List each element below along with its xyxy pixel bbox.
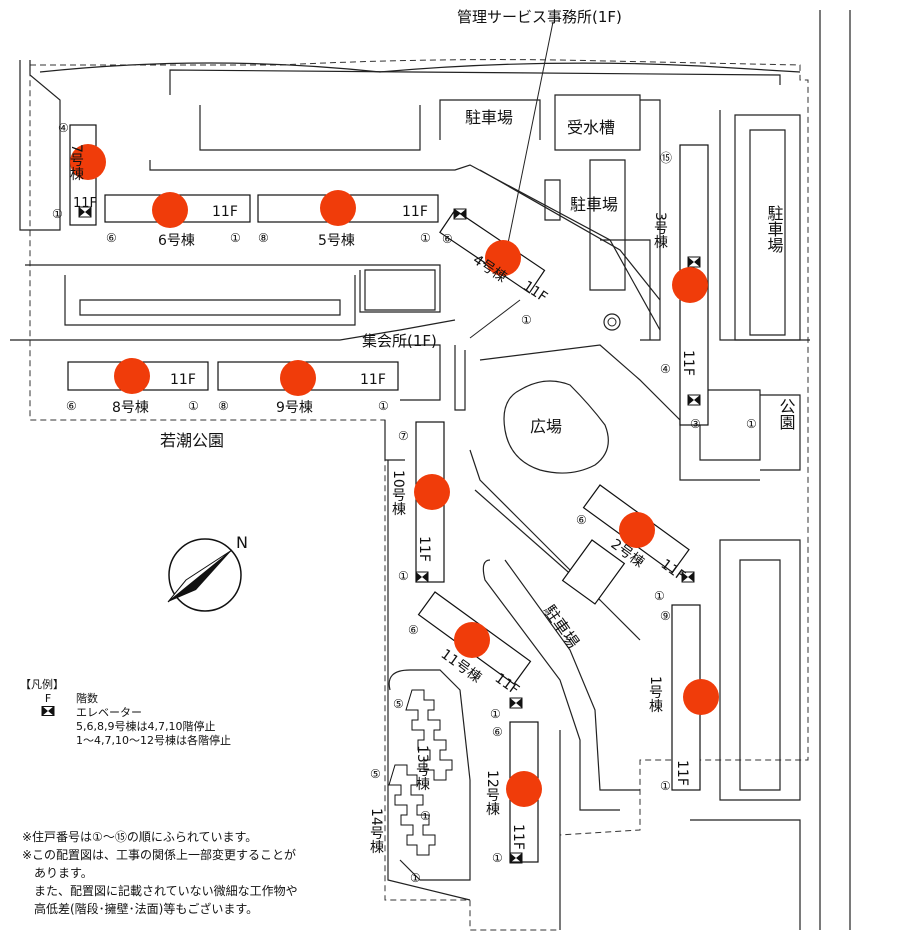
water-tank-label: 受水槽 [567, 118, 615, 137]
building-14-unit-b: ① [410, 871, 421, 885]
building-10-unit-b: ① [398, 569, 409, 583]
location-marker [152, 192, 188, 228]
building-3-unit-a: ⑮ [660, 151, 672, 165]
building-7-name: 7号棟 [68, 144, 84, 181]
building-3-unit-d: ① [746, 417, 757, 431]
building-5-floors: 11F [402, 204, 428, 220]
location-marker [70, 144, 106, 180]
building-5-unit-a: ⑧ [258, 231, 269, 245]
parking-center-label: 駐車場 [570, 195, 618, 214]
map-legend: 【凡例】 F 階数 エレベーター 5,6,8,9号棟は4,7,10階停止 1～4… [20, 678, 231, 748]
building-12-unit-a: ⑥ [492, 725, 503, 739]
site-boundary [29, 59, 809, 931]
meeting-hall-label: 集会所(1F) [362, 332, 437, 350]
location-marker [280, 360, 316, 396]
note-line: また、配置図に記載されていない微細な工作物や [22, 884, 298, 898]
park-right-label: 公園 [777, 398, 796, 430]
building-5-unit-b: ① [420, 231, 431, 245]
legend-floor-symbol: F [44, 692, 52, 705]
building-6-floors: 11F [212, 204, 238, 220]
building-9-floors: 11F [360, 372, 386, 388]
management-office-label: 管理サービス事務所(1F) [457, 8, 622, 26]
building-6-unit-b: ① [230, 231, 241, 245]
building-1-unit-a: ⑨ [660, 609, 671, 623]
location-marker [683, 679, 719, 715]
elevator-icon [20, 706, 76, 720]
building-3-unit-b: ④ [660, 362, 671, 376]
building-9-unit-a: ⑧ [218, 399, 229, 413]
building-2-unit-a: ⑥ [576, 513, 587, 527]
location-marker [114, 358, 150, 394]
compass: N [167, 533, 248, 612]
building-10-name: 10号棟 [390, 470, 406, 516]
note-line: ※住戸番号は①～⑮の順にふられています。 [22, 830, 258, 844]
location-marker [619, 512, 655, 548]
wakashio-park-label: 若潮公園 [160, 431, 224, 450]
building-1-unit-b: ① [660, 779, 671, 793]
building-14-name: 14号棟 [368, 808, 384, 854]
building-6-unit-a: ⑥ [106, 231, 117, 245]
building-1-floors: 11F [674, 760, 690, 786]
building-4-unit-b: ① [521, 313, 532, 327]
building-12-name: 12号棟 [484, 770, 500, 816]
note-line: 高低差(階段･擁壁･法面)等もございます。 [22, 902, 259, 916]
building-3-unit-c: ③ [690, 417, 701, 431]
building-12-unit-b: ① [492, 851, 503, 865]
building-2-unit-b: ① [654, 589, 665, 603]
building-7-unit-b: ① [52, 207, 63, 221]
building-5-name: 5号棟 [318, 233, 355, 249]
building-7-floors: 11F [73, 196, 97, 211]
parking-right-label: 駐車場 [765, 205, 784, 254]
location-marker [485, 240, 521, 276]
building-6-name: 6号棟 [158, 233, 195, 249]
parking-bottom-label: 駐車場 [540, 601, 583, 651]
building-8-unit-a: ⑥ [66, 399, 77, 413]
building-13-name: 13号棟 [414, 745, 430, 791]
plaza-outline [503, 380, 609, 474]
map-notes: ※住戸番号は①～⑮の順にふられています。 ※この配置図は、工事の関係上一部変更す… [22, 828, 382, 918]
elevator-icons [78, 206, 701, 864]
roads [10, 10, 851, 930]
building-11-unit-a: ⑥ [408, 623, 419, 637]
building-3-floors: 11F [680, 350, 696, 376]
building-9-name: 9号棟 [276, 400, 313, 416]
legend-elevator-note-2: 1～4,7,10～12号棟は各階停止 [76, 734, 231, 747]
building-13-unit-a: ⑤ [393, 697, 404, 711]
location-marker [414, 474, 450, 510]
note-line: ※この配置図は、工事の関係上一部変更することが [22, 848, 297, 862]
fountain-icon [603, 313, 621, 331]
location-marker [506, 771, 542, 807]
legend-elevator-label: エレベーター [76, 706, 142, 719]
note-line: あります。 [22, 866, 93, 880]
building-7-unit-a: ④ [58, 121, 69, 135]
parking-top-label: 駐車場 [465, 108, 513, 127]
building-8-unit-b: ① [188, 399, 199, 413]
location-marker [672, 267, 708, 303]
legend-elevator-note-1: 5,6,8,9号棟は4,7,10階停止 [76, 720, 216, 733]
building-10-unit-a: ⑦ [398, 429, 409, 443]
building-10-floors: 11F [416, 536, 432, 562]
building-8-floors: 11F [170, 372, 196, 388]
legend-title: 【凡例】 [20, 678, 64, 691]
building-14-unit-a: ⑤ [370, 767, 381, 781]
location-marker [454, 622, 490, 658]
building-11-unit-b: ① [490, 707, 501, 721]
stepped-buildings [388, 689, 453, 856]
building-3-name: 3号棟 [652, 212, 668, 249]
compass-north-label: N [236, 533, 248, 552]
legend-floor-label: 階数 [76, 692, 98, 705]
building-markers [70, 144, 719, 807]
building-12-floors: 11F [510, 824, 526, 850]
building-8-name: 8号棟 [112, 400, 149, 416]
building-13-unit-b: ① [420, 809, 431, 823]
location-marker [320, 190, 356, 226]
building-9-unit-b: ① [378, 399, 389, 413]
building-1-name: 1号棟 [647, 676, 663, 713]
building-4-unit-a: ⑥ [442, 232, 453, 246]
plaza-label: 広場 [530, 417, 562, 436]
